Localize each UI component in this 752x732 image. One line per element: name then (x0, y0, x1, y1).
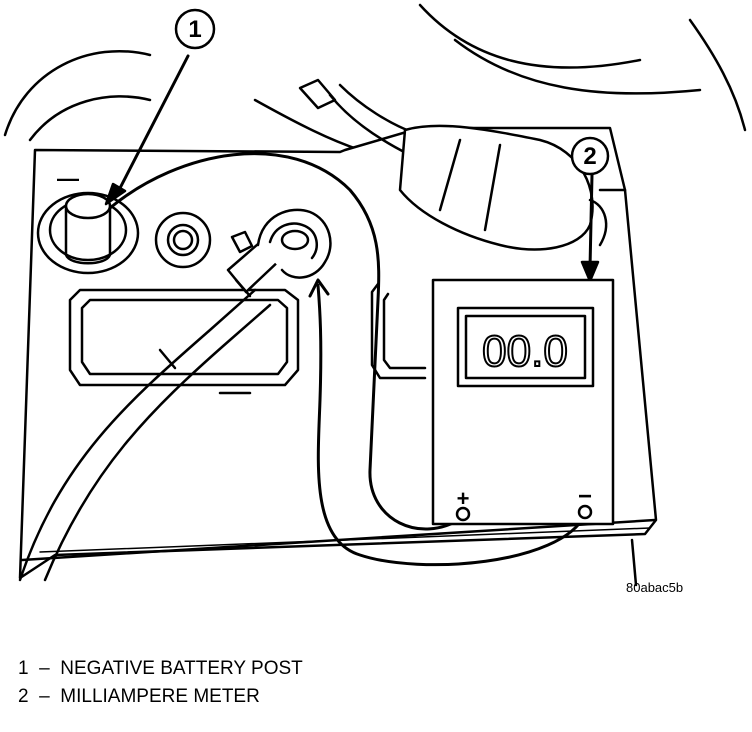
battery-vent-cap-right (370, 282, 427, 380)
battery-meter-diagram: 1 2 — 00.0 + − 80abac5b (3, 3, 747, 595)
battery-vent-cap-left (68, 288, 300, 395)
callout-2-circle (570, 136, 610, 176)
callout-2-number: 2 (583, 143, 596, 170)
background-engine-parts (3, 3, 747, 152)
callout-1-number: 1 (188, 16, 201, 43)
cable-clamp-terminal (256, 208, 332, 279)
caption-item-1: 1 – NEGATIVE BATTERY POST (18, 655, 303, 683)
meter-display (456, 306, 595, 388)
caption-separator: – (39, 658, 50, 679)
negative-post-mark: — (57, 166, 79, 191)
meter-negative-symbol: − (578, 483, 592, 510)
caption-number: 2 (18, 686, 29, 707)
meter-positive-jack (455, 506, 471, 522)
milliampere-meter (431, 278, 615, 526)
negative-battery-post (36, 191, 140, 275)
callout-1-circle (174, 8, 216, 50)
figure-code: 80abac5b (626, 580, 683, 595)
meter-negative-jack (577, 504, 593, 520)
meter-test-leads (108, 152, 587, 567)
caption-number: 1 (18, 658, 29, 679)
callout-2-arrow (580, 173, 600, 283)
caption-item-2: 2 – MILLIAMPERE METER (18, 683, 303, 711)
callout-1-arrow (104, 54, 190, 206)
meter-positive-symbol: + (457, 486, 470, 511)
caption-label: MILLIAMPERE METER (60, 686, 260, 707)
terminal-washer (154, 211, 212, 269)
caption-legend: 1 – NEGATIVE BATTERY POST 2 – MILLIAMPER… (18, 655, 303, 711)
meter-reading: 00.0 (482, 327, 568, 376)
caption-separator: – (39, 686, 50, 707)
caption-label: NEGATIVE BATTERY POST (60, 658, 303, 679)
